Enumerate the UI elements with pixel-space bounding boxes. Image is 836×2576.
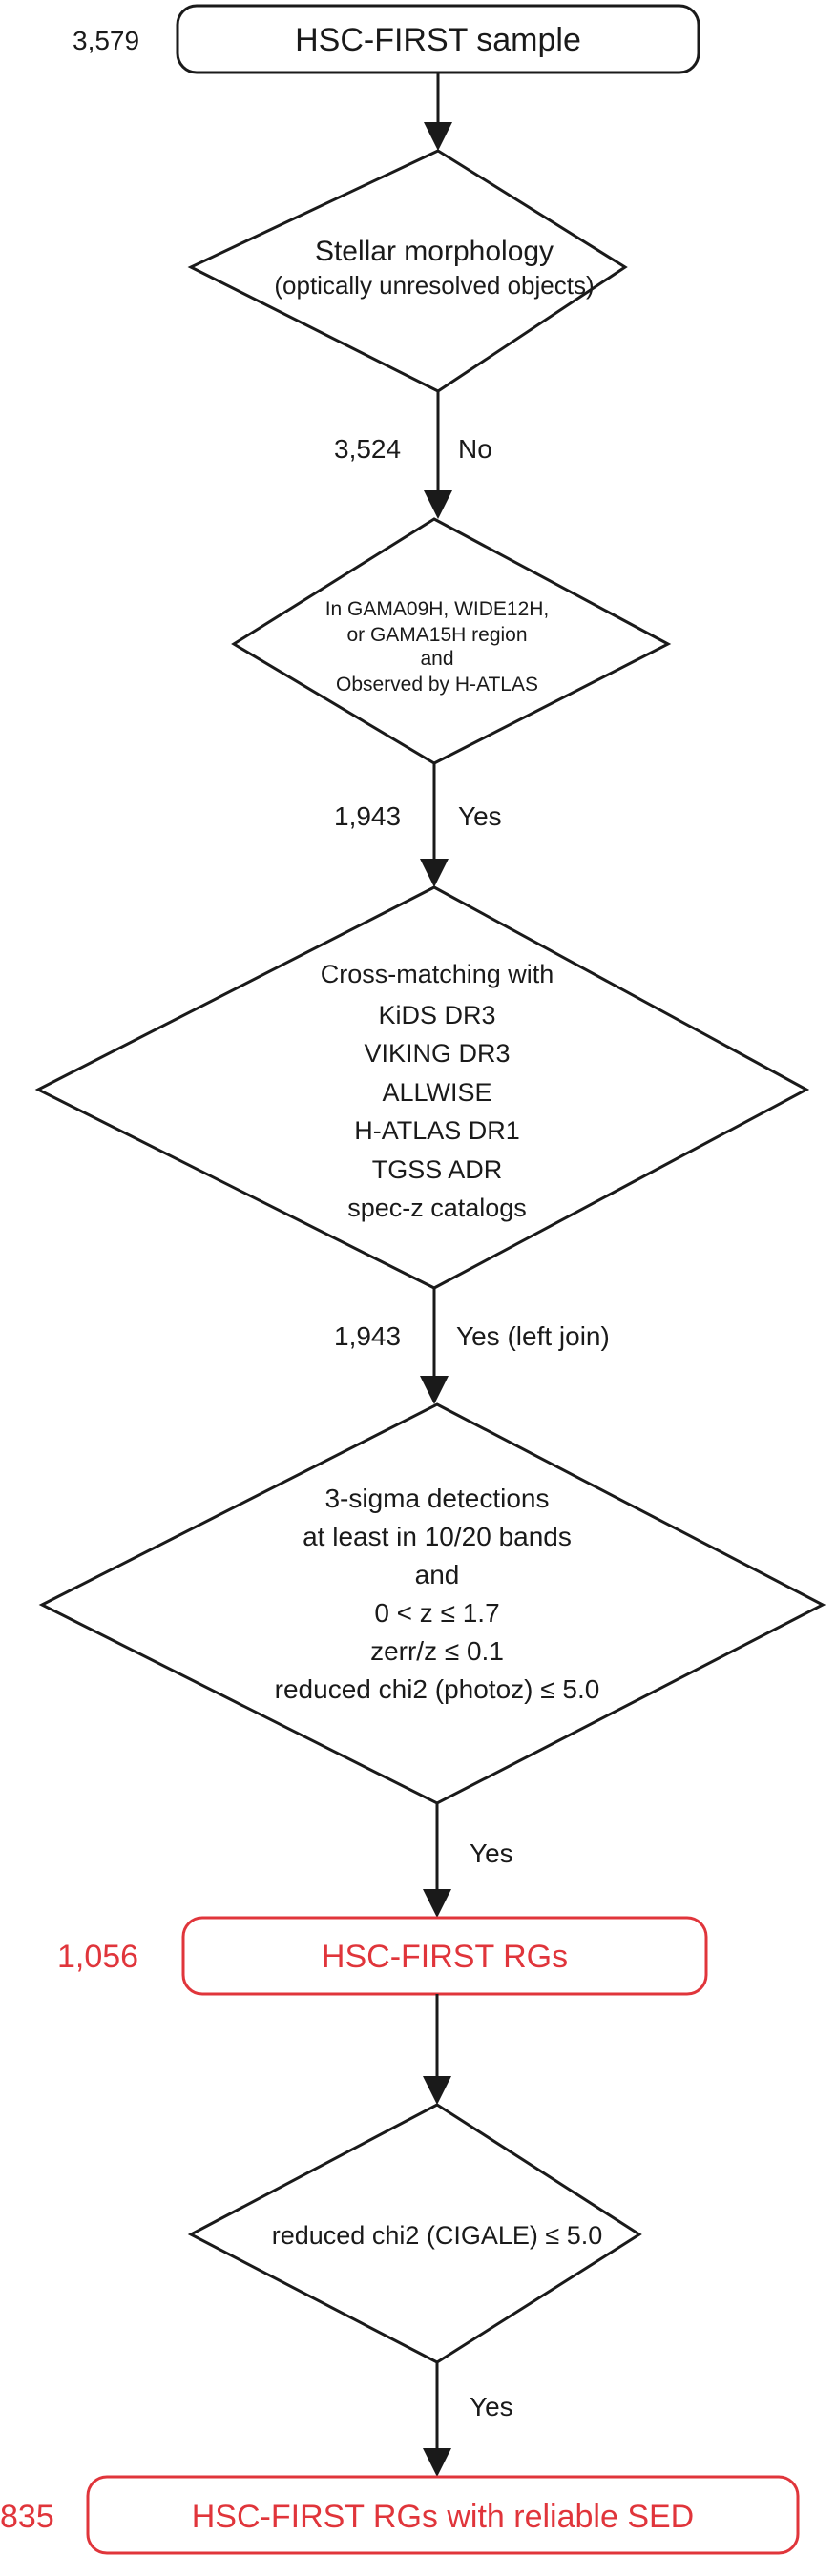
d4-line-3: and bbox=[415, 1560, 460, 1589]
d3-line-1: Cross-matching with bbox=[321, 960, 554, 988]
start-node: HSC-FIRST sample bbox=[176, 4, 700, 74]
rgs-count: 1,056 bbox=[57, 1939, 138, 1975]
d3-line-3: VIKING DR3 bbox=[364, 1039, 510, 1068]
final-node: HSC-FIRST RGs with reliable SED bbox=[86, 2475, 800, 2555]
d4-line-5: zerr/z ≤ 0.1 bbox=[370, 1636, 504, 1666]
decision-cross-matching: Cross-matching with KiDS DR3 VIKING DR3 … bbox=[34, 885, 810, 1290]
rgs-node-label: HSC-FIRST RGs bbox=[322, 1939, 568, 1975]
d3-line-4: ALLWISE bbox=[382, 1078, 491, 1107]
d4-line-2: at least in 10/20 bands bbox=[303, 1522, 572, 1551]
e5-label: Yes bbox=[470, 2392, 513, 2421]
e1-count: 3,524 bbox=[334, 434, 401, 464]
rgs-node: HSC-FIRST RGs bbox=[181, 1916, 708, 1996]
e4-label: Yes bbox=[470, 1839, 513, 1868]
d4-line-1: 3-sigma detections bbox=[324, 1484, 549, 1513]
d2-line-4: Observed by H-ATLAS bbox=[336, 674, 538, 696]
e2-label: Yes bbox=[458, 801, 502, 831]
d3-line-2: KiDS DR3 bbox=[378, 1001, 495, 1029]
d4-line-6: reduced chi2 (photoz) ≤ 5.0 bbox=[275, 1674, 600, 1704]
d2-line-1: In GAMA09H, WIDE12H, bbox=[325, 598, 550, 620]
e2-count: 1,943 bbox=[334, 801, 401, 831]
d3-line-7: spec-z catalogs bbox=[347, 1194, 527, 1222]
d1-line-2: (optically unresolved objects) bbox=[274, 271, 594, 300]
d2-line-2: or GAMA15H region bbox=[346, 624, 527, 646]
d5-line-1: reduced chi2 (CIGALE) ≤ 5.0 bbox=[272, 2221, 602, 2250]
d4-line-4: 0 < z ≤ 1.7 bbox=[374, 1598, 499, 1628]
decision-stellar-morphology: Stellar morphology (optically unresolved… bbox=[187, 149, 628, 393]
e1-label: No bbox=[458, 434, 492, 464]
d3-line-6: TGSS ADR bbox=[372, 1155, 503, 1184]
final-node-label: HSC-FIRST RGs with reliable SED bbox=[192, 2499, 695, 2535]
d1-line-1: Stellar morphology bbox=[315, 236, 554, 267]
d3-line-5: H-ATLAS DR1 bbox=[354, 1116, 520, 1145]
e3-count: 1,943 bbox=[334, 1321, 401, 1351]
e3-label: Yes (left join) bbox=[456, 1321, 610, 1351]
decision-photometry-redshift: 3-sigma detections at least in 10/20 ban… bbox=[38, 1402, 826, 1805]
final-count: 835 bbox=[0, 2499, 54, 2535]
d2-line-3: and bbox=[420, 648, 453, 670]
start-node-label: HSC-FIRST sample bbox=[295, 22, 581, 58]
decision-region: In GAMA09H, WIDE12H, or GAMA15H region a… bbox=[231, 517, 672, 765]
decision-cigale-chi2: reduced chi2 (CIGALE) ≤ 5.0 bbox=[187, 2103, 642, 2364]
start-count: 3,579 bbox=[73, 26, 139, 55]
